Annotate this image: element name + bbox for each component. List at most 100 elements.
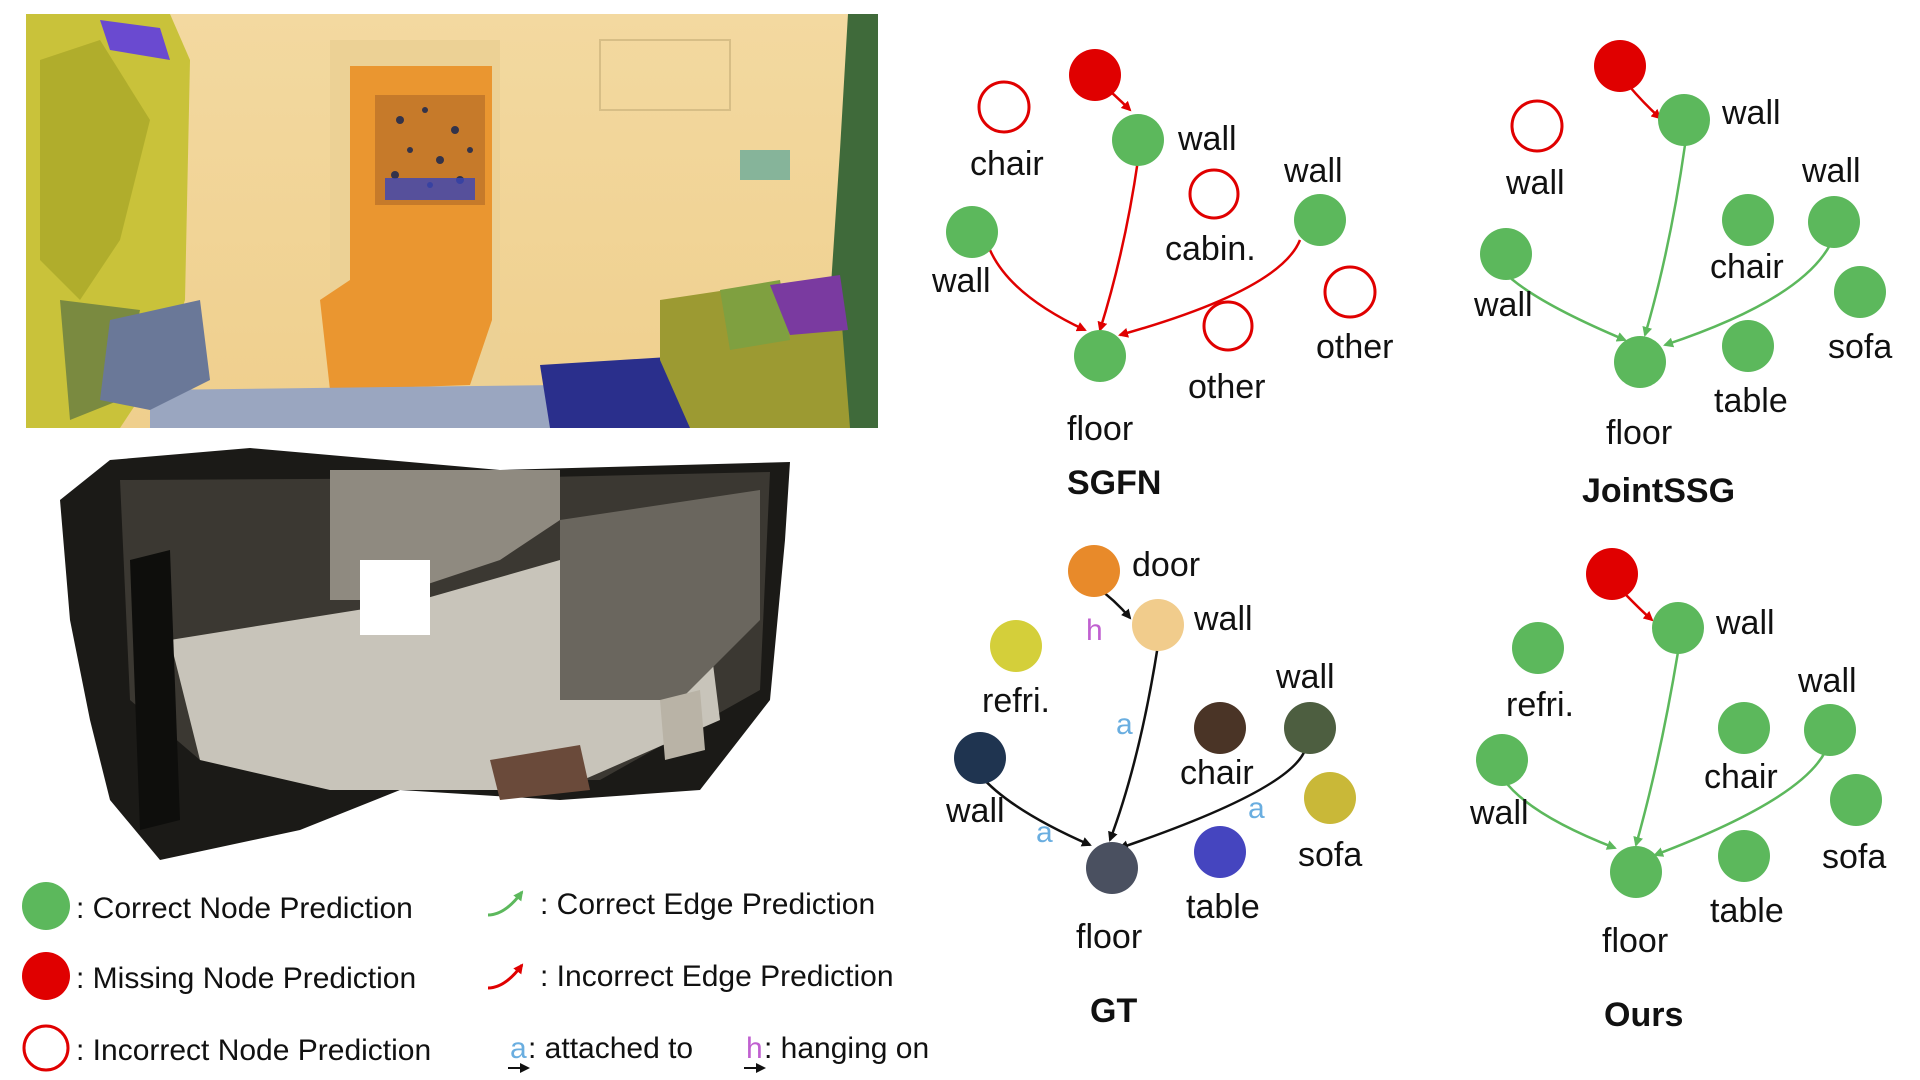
point-cloud-image — [60, 448, 790, 860]
node-refrigerator — [990, 620, 1042, 672]
node-wall-right — [1284, 702, 1336, 754]
node-wall-top — [1652, 602, 1704, 654]
legend-attached-to: a : attached to — [508, 1032, 693, 1073]
node-sofa — [1304, 772, 1356, 824]
label-other-mid: other — [1188, 368, 1266, 406]
node-missing — [1594, 40, 1646, 92]
incorrect-node-swatch — [22, 1024, 70, 1072]
node-door — [1068, 545, 1120, 597]
node-sofa — [1834, 266, 1886, 318]
label-cabinet: cabin. — [1165, 230, 1256, 268]
node-chair — [1722, 194, 1774, 246]
node-missing — [1586, 548, 1638, 600]
label-chair: chair — [1710, 248, 1784, 286]
label-wall-top: wall — [1177, 120, 1237, 158]
incorrect-edge-swatch — [487, 963, 524, 990]
legend-missing-node: : Missing Node Prediction — [22, 952, 416, 1000]
graph-sgfn: chair wall wall wall cabin. other other … — [931, 49, 1394, 502]
edge-label-hanging: h — [1086, 614, 1103, 647]
node-sofa — [1830, 774, 1882, 826]
node-wall-left — [1480, 228, 1532, 280]
label-table: table — [1714, 382, 1788, 420]
node-table — [1722, 320, 1774, 372]
node-table — [1718, 830, 1770, 882]
legend-missing-node-label: : Missing Node Prediction — [76, 962, 416, 995]
legend-correct-edge-label: : Correct Edge Prediction — [540, 888, 875, 921]
graph-title-gt: GT — [1090, 992, 1137, 1030]
graph-gt: h a a a door wall refri. wall wall chair… — [945, 545, 1362, 1030]
legend-correct-edge: : Correct Edge Prediction — [487, 888, 875, 921]
label-floor: floor — [1067, 410, 1133, 448]
node-wall-left — [954, 732, 1006, 784]
label-wall-left: wall — [931, 262, 991, 300]
legend-correct-node: : Correct Node Prediction — [22, 882, 413, 930]
label-wall-top: wall — [1193, 600, 1253, 638]
legend-incorrect-edge: : Incorrect Edge Prediction — [487, 960, 894, 993]
label-wall-left: wall — [1473, 286, 1533, 324]
edge-wall-to-floor — [1097, 159, 1140, 332]
legend-incorrect-edge-label: : Incorrect Edge Prediction — [540, 960, 894, 993]
label-floor: floor — [1076, 918, 1142, 956]
label-chair: chair — [970, 145, 1044, 183]
label-door: door — [1132, 546, 1200, 584]
label-table: table — [1186, 888, 1260, 926]
legend-incorrect-node: : Incorrect Node Prediction — [22, 1024, 431, 1072]
label-floor: floor — [1606, 414, 1672, 452]
legend-hanging-on: h : hanging on — [744, 1032, 929, 1073]
label-wall-top: wall — [1721, 94, 1781, 132]
node-table — [1194, 826, 1246, 878]
node-other-mid — [1202, 300, 1254, 352]
node-wall-left — [1476, 734, 1528, 786]
node-refrigerator — [1512, 622, 1564, 674]
legend-correct-node-label: : Correct Node Prediction — [76, 892, 413, 925]
correct-node-swatch — [22, 882, 70, 930]
correct-edge-swatch — [487, 890, 524, 917]
node-wall-right — [1804, 704, 1856, 756]
label-wall-right: wall — [1797, 662, 1857, 700]
edge-label-attached-right: a — [1248, 792, 1265, 825]
label-wall-top: wall — [1715, 604, 1775, 642]
graph-jointssg: wall wall wall wall chair sofa table flo… — [1473, 40, 1892, 510]
attached-text: : attached to — [528, 1032, 693, 1065]
label-other-right: other — [1316, 328, 1394, 366]
edge-leftwall-to-floor — [1502, 779, 1617, 850]
node-floor — [1614, 336, 1666, 388]
graph-title-ours: Ours — [1604, 996, 1683, 1034]
label-table: table — [1710, 892, 1784, 930]
label-refrigerator: refri. — [1506, 686, 1574, 724]
edge-rightwall-to-floor — [1653, 751, 1827, 857]
label-wall-right: wall — [1275, 658, 1335, 696]
node-other-right — [1323, 265, 1377, 319]
label-wall-left: wall — [945, 792, 1005, 830]
attached-symbol: a — [510, 1032, 527, 1065]
node-wall-incorrect — [1510, 99, 1564, 153]
node-wall-top — [1658, 94, 1710, 146]
label-wall-right: wall — [1801, 152, 1861, 190]
label-wall-right: wall — [1283, 152, 1343, 190]
node-chair — [1718, 702, 1770, 754]
graph-ours: wall refri. wall wall chair sofa table f… — [1469, 548, 1886, 1034]
label-chair: chair — [1180, 754, 1254, 792]
node-wall-right — [1294, 194, 1346, 246]
hanging-text: : hanging on — [764, 1032, 929, 1065]
edge-rightwall-to-floor — [1118, 749, 1307, 851]
label-chair: chair — [1704, 758, 1778, 796]
edge-wall-to-floor — [1633, 651, 1680, 847]
label-sofa: sofa — [1298, 836, 1362, 874]
edge-rightwall-to-floor — [1118, 239, 1302, 338]
node-cabinet — [1188, 168, 1240, 220]
node-wall-top — [1112, 114, 1164, 166]
legend-incorrect-node-label: : Incorrect Node Prediction — [76, 1034, 431, 1067]
label-sofa: sofa — [1828, 328, 1892, 366]
edge-label-attached-wall: a — [1116, 708, 1133, 741]
node-floor — [1074, 330, 1126, 382]
node-wall-right — [1808, 196, 1860, 248]
label-sofa: sofa — [1822, 838, 1886, 876]
node-floor — [1610, 846, 1662, 898]
label-wall-left: wall — [1469, 794, 1529, 832]
node-wall-top — [1132, 599, 1184, 651]
label-refrigerator: refri. — [982, 682, 1050, 720]
hanging-symbol: h — [746, 1032, 763, 1065]
node-wall-left — [946, 206, 998, 258]
